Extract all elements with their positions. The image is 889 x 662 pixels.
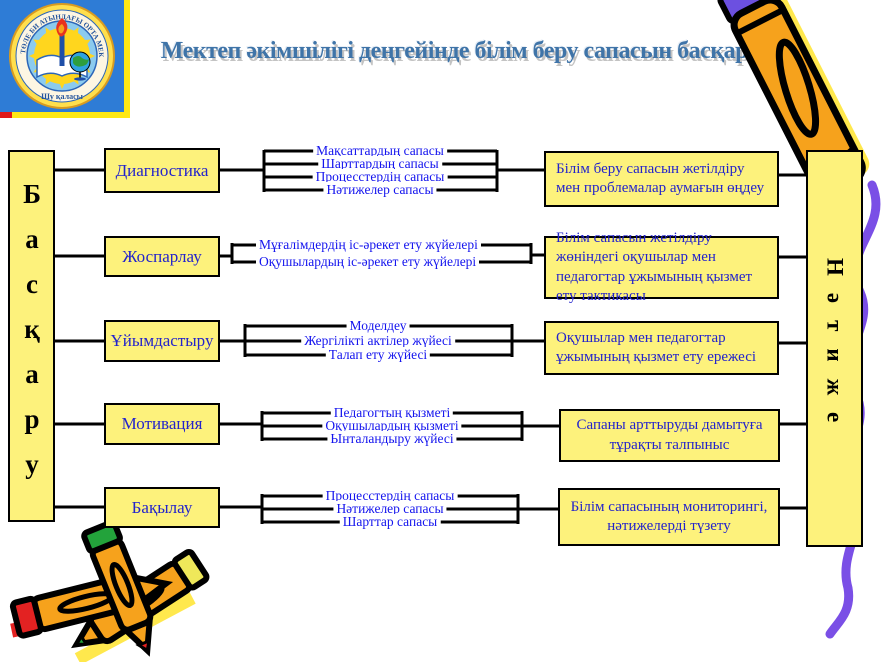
flow-item: Процесстердің сапасы xyxy=(312,169,448,185)
result-label: Нәтиже xyxy=(822,257,848,440)
stage-box-uiymdastyru: Ұйымдастыру xyxy=(104,320,220,362)
stage-label: Мотивация xyxy=(121,414,203,433)
stage-box-bakylau: Бақылау xyxy=(104,487,220,528)
result-text: Оқушылар мен педагогтар ұжымының қызмет … xyxy=(556,329,757,366)
result-box-4: Сапаны арттыруды дамытуға тұрақты талпын… xyxy=(559,409,780,462)
result-text: Білім беру сапасын жетілдіру мен проблем… xyxy=(556,160,765,197)
flow-item: Талап ету жүйесі xyxy=(325,347,431,363)
result-text: Сапаны арттыруды дамытуға тұрақты талпын… xyxy=(576,417,763,453)
stage-box-diagnostika: Диагностика xyxy=(104,148,220,193)
flow-item: Шарттардың сапасы xyxy=(318,156,442,172)
result-vertical-box: Нәтиже xyxy=(806,150,863,547)
flow-item: Нәтижелер сапасы xyxy=(333,501,447,517)
logo-red-corner xyxy=(0,112,12,118)
management-vertical-box: Басқару xyxy=(8,150,55,522)
stage-label: Бақылау xyxy=(131,497,193,517)
stage-label: Жоспарлау xyxy=(122,246,202,266)
result-box-1: Білім беру сапасын жетілдіру мен проблем… xyxy=(544,151,779,207)
flow-item: Моделдеу xyxy=(346,318,410,334)
flow-item: Педагогтың қызметі xyxy=(330,405,454,421)
flow-item: Мұғалімдердің іс-әрекет ету жүйелері xyxy=(256,237,481,253)
globe-icon xyxy=(69,51,91,81)
result-text: Білім сапасын жетілдіру жөніндегі оқушыл… xyxy=(556,229,753,305)
result-box-2: Білім сапасын жетілдіру жөніндегі оқушыл… xyxy=(544,230,779,304)
stage-box-zhosparlau: Жоспарлау xyxy=(104,236,220,277)
slide-title: Мектеп әкімшілігі деңгейінде білім беру … xyxy=(160,38,760,64)
flow-item: Мақсаттардың сапасы xyxy=(313,143,447,159)
stage-box-motivatsiya: Мотивация xyxy=(104,403,220,445)
flow-item: Шарттар сапасы xyxy=(339,514,441,530)
flow-item: Процесстердің сапасы xyxy=(322,488,458,504)
logo-city-text: Шу қаласы xyxy=(41,92,84,101)
result-box-3: Оқушылар мен педагогтар ұжымының қызмет … xyxy=(544,321,779,375)
result-text: Білім сапасының мониторингі, нәтижелерді… xyxy=(570,498,768,535)
crayons-icon xyxy=(9,519,210,662)
flow-item: Оқушылардың қызметі xyxy=(322,418,462,434)
flow-item: Жергілікті актілер жүйесі xyxy=(301,333,455,349)
stage-label: Диагностика xyxy=(115,160,209,180)
management-label: Басқару xyxy=(17,178,47,494)
flow-item: Нәтижелер сапасы xyxy=(323,182,437,198)
torch-icon xyxy=(56,18,68,66)
result-box-5: Білім сапасының мониторингі, нәтижелерді… xyxy=(558,488,780,546)
flow-item: Оқушылардың іс-әрекет ету жүйелері xyxy=(256,254,480,270)
stage-label: Ұйымдастыру xyxy=(110,331,214,350)
flow-item: Ынталандыру жүйесі xyxy=(327,431,457,447)
school-logo: ТӨЛЕ БИ АТЫНДАҒЫ ОРТА МЕКТЕП xyxy=(0,0,130,118)
